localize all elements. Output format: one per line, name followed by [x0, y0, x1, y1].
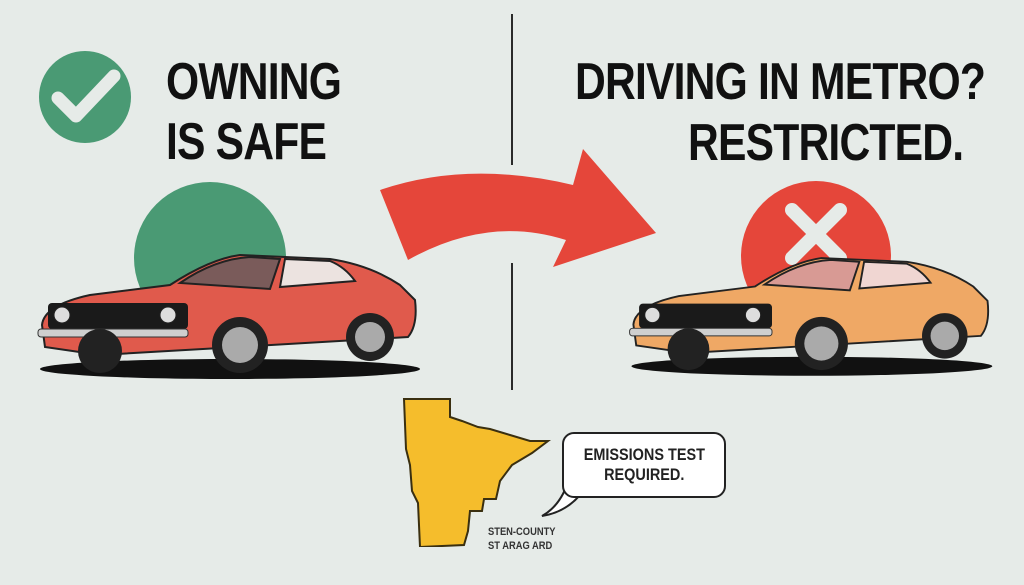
- right-headline-line2: RESTRICTED.: [688, 114, 964, 172]
- right-headline-line1: DRIVING IN METRO?: [575, 53, 986, 111]
- left-headline-line1: OWNING: [166, 53, 342, 111]
- check-circle-icon: [39, 51, 131, 143]
- minnesota-state-map-icon: [402, 398, 551, 547]
- orange-muscle-car-icon: [629, 257, 993, 376]
- left-headline: OWNING IS SAFE: [166, 53, 342, 176]
- map-label: STEN-COUNTY ST ARAG ARD: [488, 525, 556, 554]
- center-divider-top: [511, 14, 513, 165]
- map-label-line1: STEN-COUNTY: [488, 526, 556, 538]
- center-divider-bottom: [511, 263, 513, 390]
- speech-bubble: EMISSIONS TEST REQUIRED.: [562, 432, 726, 498]
- map-label-line2: ST ARAG ARD: [488, 540, 553, 553]
- speech-bubble-line2: REQUIRED.: [603, 465, 685, 484]
- left-headline-line2: IS SAFE: [166, 113, 327, 171]
- speech-bubble-line1: EMISSIONS TEST: [583, 445, 705, 465]
- red-muscle-car-icon: [37, 253, 420, 379]
- curved-arrow-right-icon: [380, 149, 656, 267]
